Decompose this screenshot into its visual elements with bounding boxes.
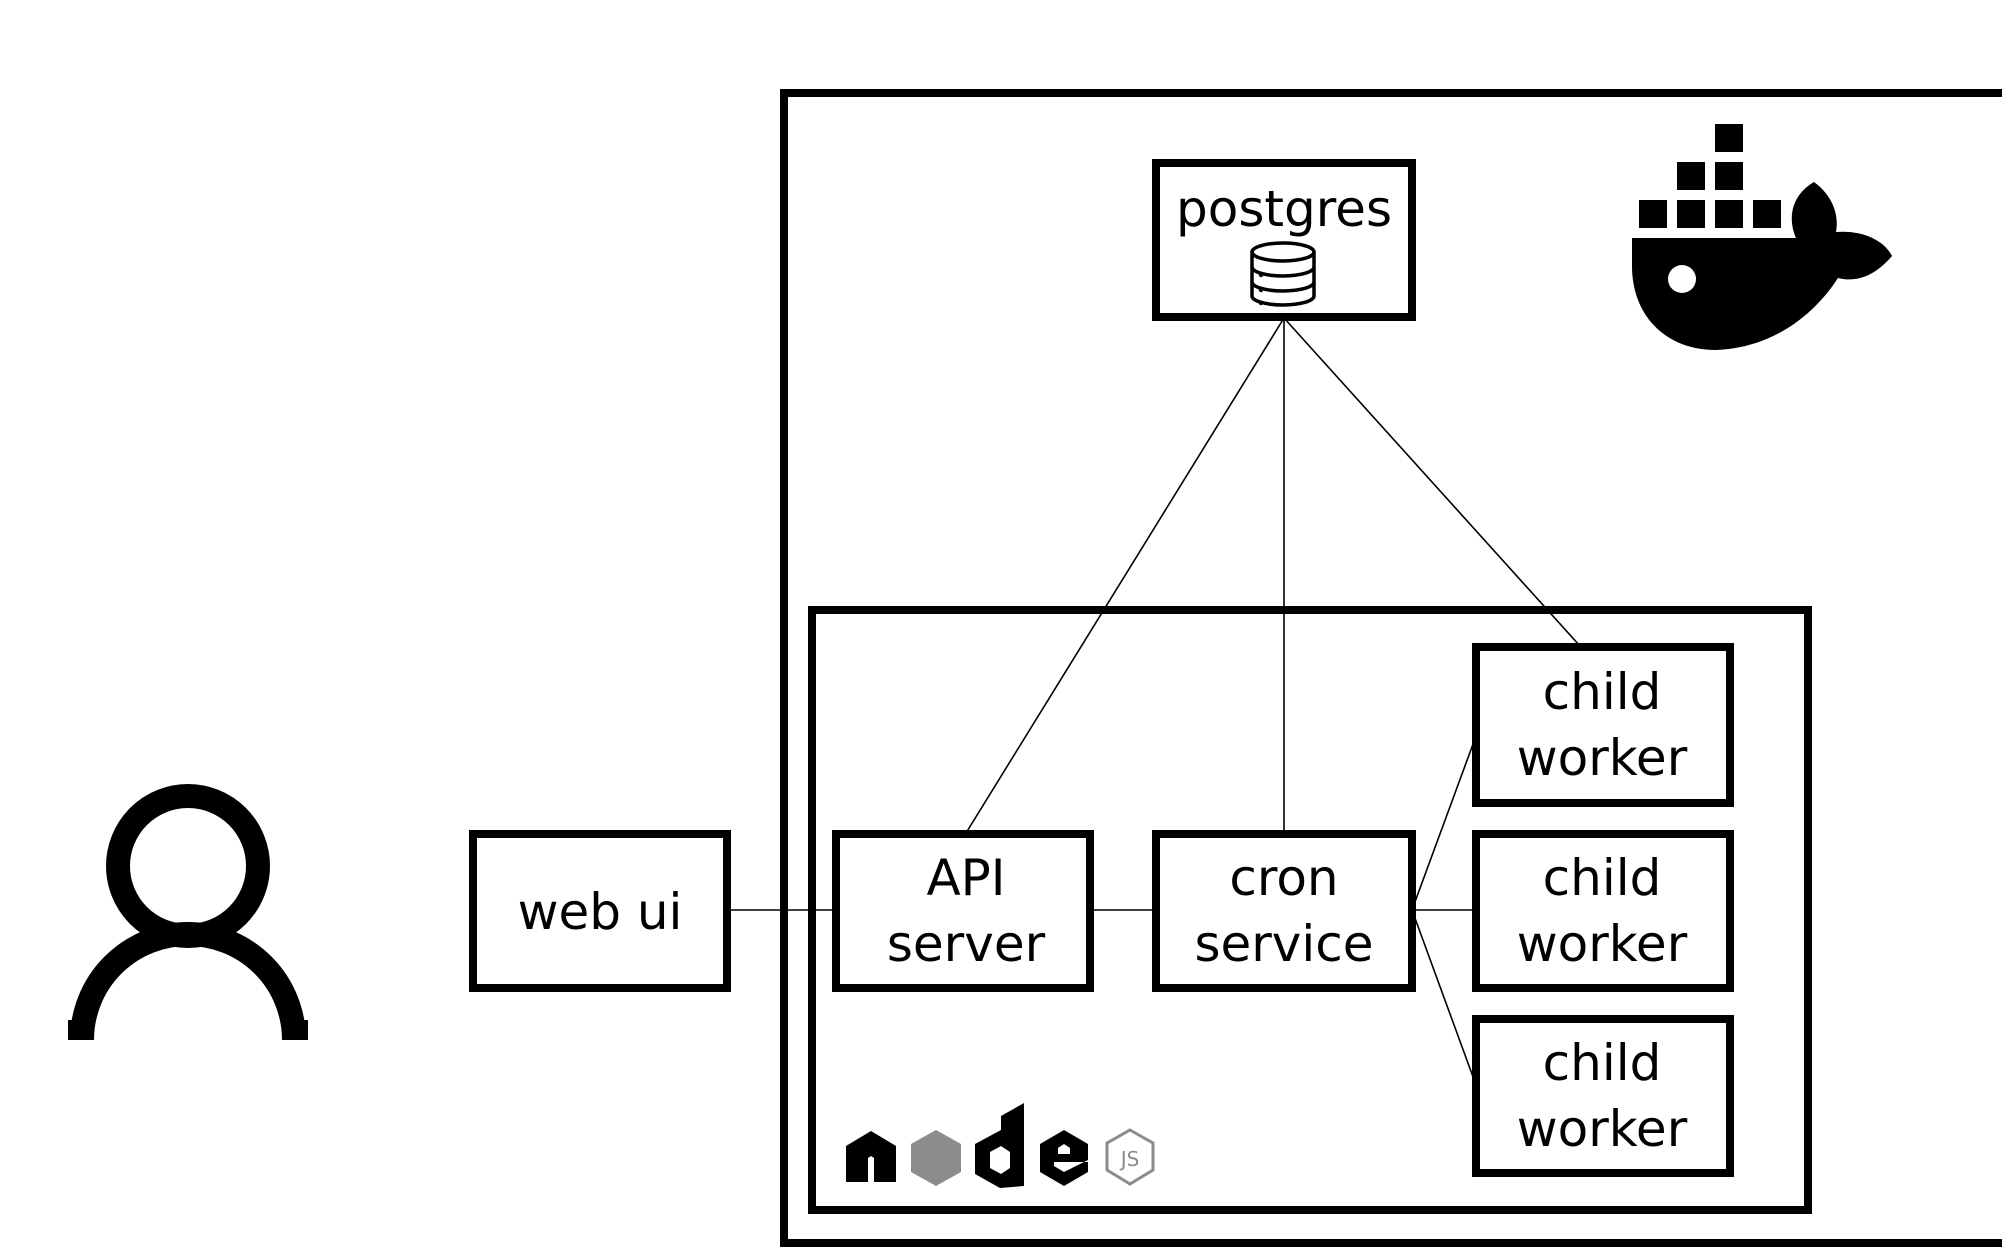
child-worker-3-label-line2: worker (1517, 1100, 1688, 1158)
api-server-label-2: server (887, 915, 1046, 973)
database-icon (1250, 241, 1316, 307)
child-worker-box-3 (1472, 1015, 1734, 1177)
connection-cron-service-child-worker-3 (1411, 909, 1477, 1086)
child-worker-2-label-line2: worker (1517, 915, 1688, 973)
docker-whale-icon (1632, 124, 1892, 350)
web-ui-box (469, 830, 731, 992)
postgres-label: postgres (1176, 180, 1392, 238)
cron-service-label-line2: service (1194, 915, 1373, 973)
child-worker-3-label: child (1543, 1034, 1662, 1092)
child-worker-1-label-line1: child (1543, 663, 1662, 721)
api-server-label-line1: API (926, 849, 1005, 907)
node-js-badge (1105, 1128, 1155, 1186)
child-worker-3-label-line1: child (1543, 1034, 1662, 1092)
connection-cron-service-child-worker-1 (1411, 735, 1477, 911)
docker-host-container (780, 89, 2002, 1247)
cron-service-label-line1: cron (1229, 849, 1338, 907)
api-server-box (832, 830, 1094, 992)
api-server-node: API server (832, 830, 1094, 992)
child-worker-3-label-2: worker (1517, 1100, 1688, 1158)
child-worker-2-label-2: worker (1517, 915, 1688, 973)
cron-service-label: cron (1229, 849, 1338, 907)
nodejs-logo: JS (846, 1103, 1155, 1188)
api-server-label: API (926, 849, 1005, 907)
node-js-badge-text: JS (1119, 1147, 1140, 1171)
child-worker-node-1: child worker (1472, 643, 1734, 807)
child-worker-box-2 (1472, 830, 1734, 992)
web-ui-label: web ui (518, 883, 683, 941)
child-worker-node-2: child worker (1472, 830, 1734, 992)
child-worker-node-3: child worker (1472, 1015, 1734, 1177)
node-letter-d (975, 1103, 1024, 1188)
connection-postgres-api-server (965, 317, 1285, 834)
child-worker-box-1 (1472, 643, 1734, 807)
child-worker-1-label-line2: worker (1517, 729, 1688, 787)
cron-service-node: cron service (1152, 830, 1416, 992)
child-worker-2-label-line1: child (1543, 849, 1662, 907)
api-server-label-line2: server (887, 915, 1046, 973)
node-letter-e (1040, 1130, 1088, 1186)
cron-service-label-2: service (1194, 915, 1373, 973)
child-worker-2-label: child (1543, 849, 1662, 907)
cron-service-box (1152, 830, 1416, 992)
postgres-box (1152, 159, 1416, 321)
node-hexagon-o (911, 1130, 961, 1186)
connection-postgres-child-worker-1 (1283, 317, 1581, 647)
connections (729, 317, 1581, 1086)
user-icon (68, 784, 308, 1041)
web-ui-node: web ui (469, 830, 731, 992)
postgres-node: postgres (1152, 159, 1416, 321)
child-worker-1-label-2: worker (1517, 729, 1688, 787)
node-letter-n (846, 1131, 896, 1182)
child-worker-1-label: child (1543, 663, 1662, 721)
